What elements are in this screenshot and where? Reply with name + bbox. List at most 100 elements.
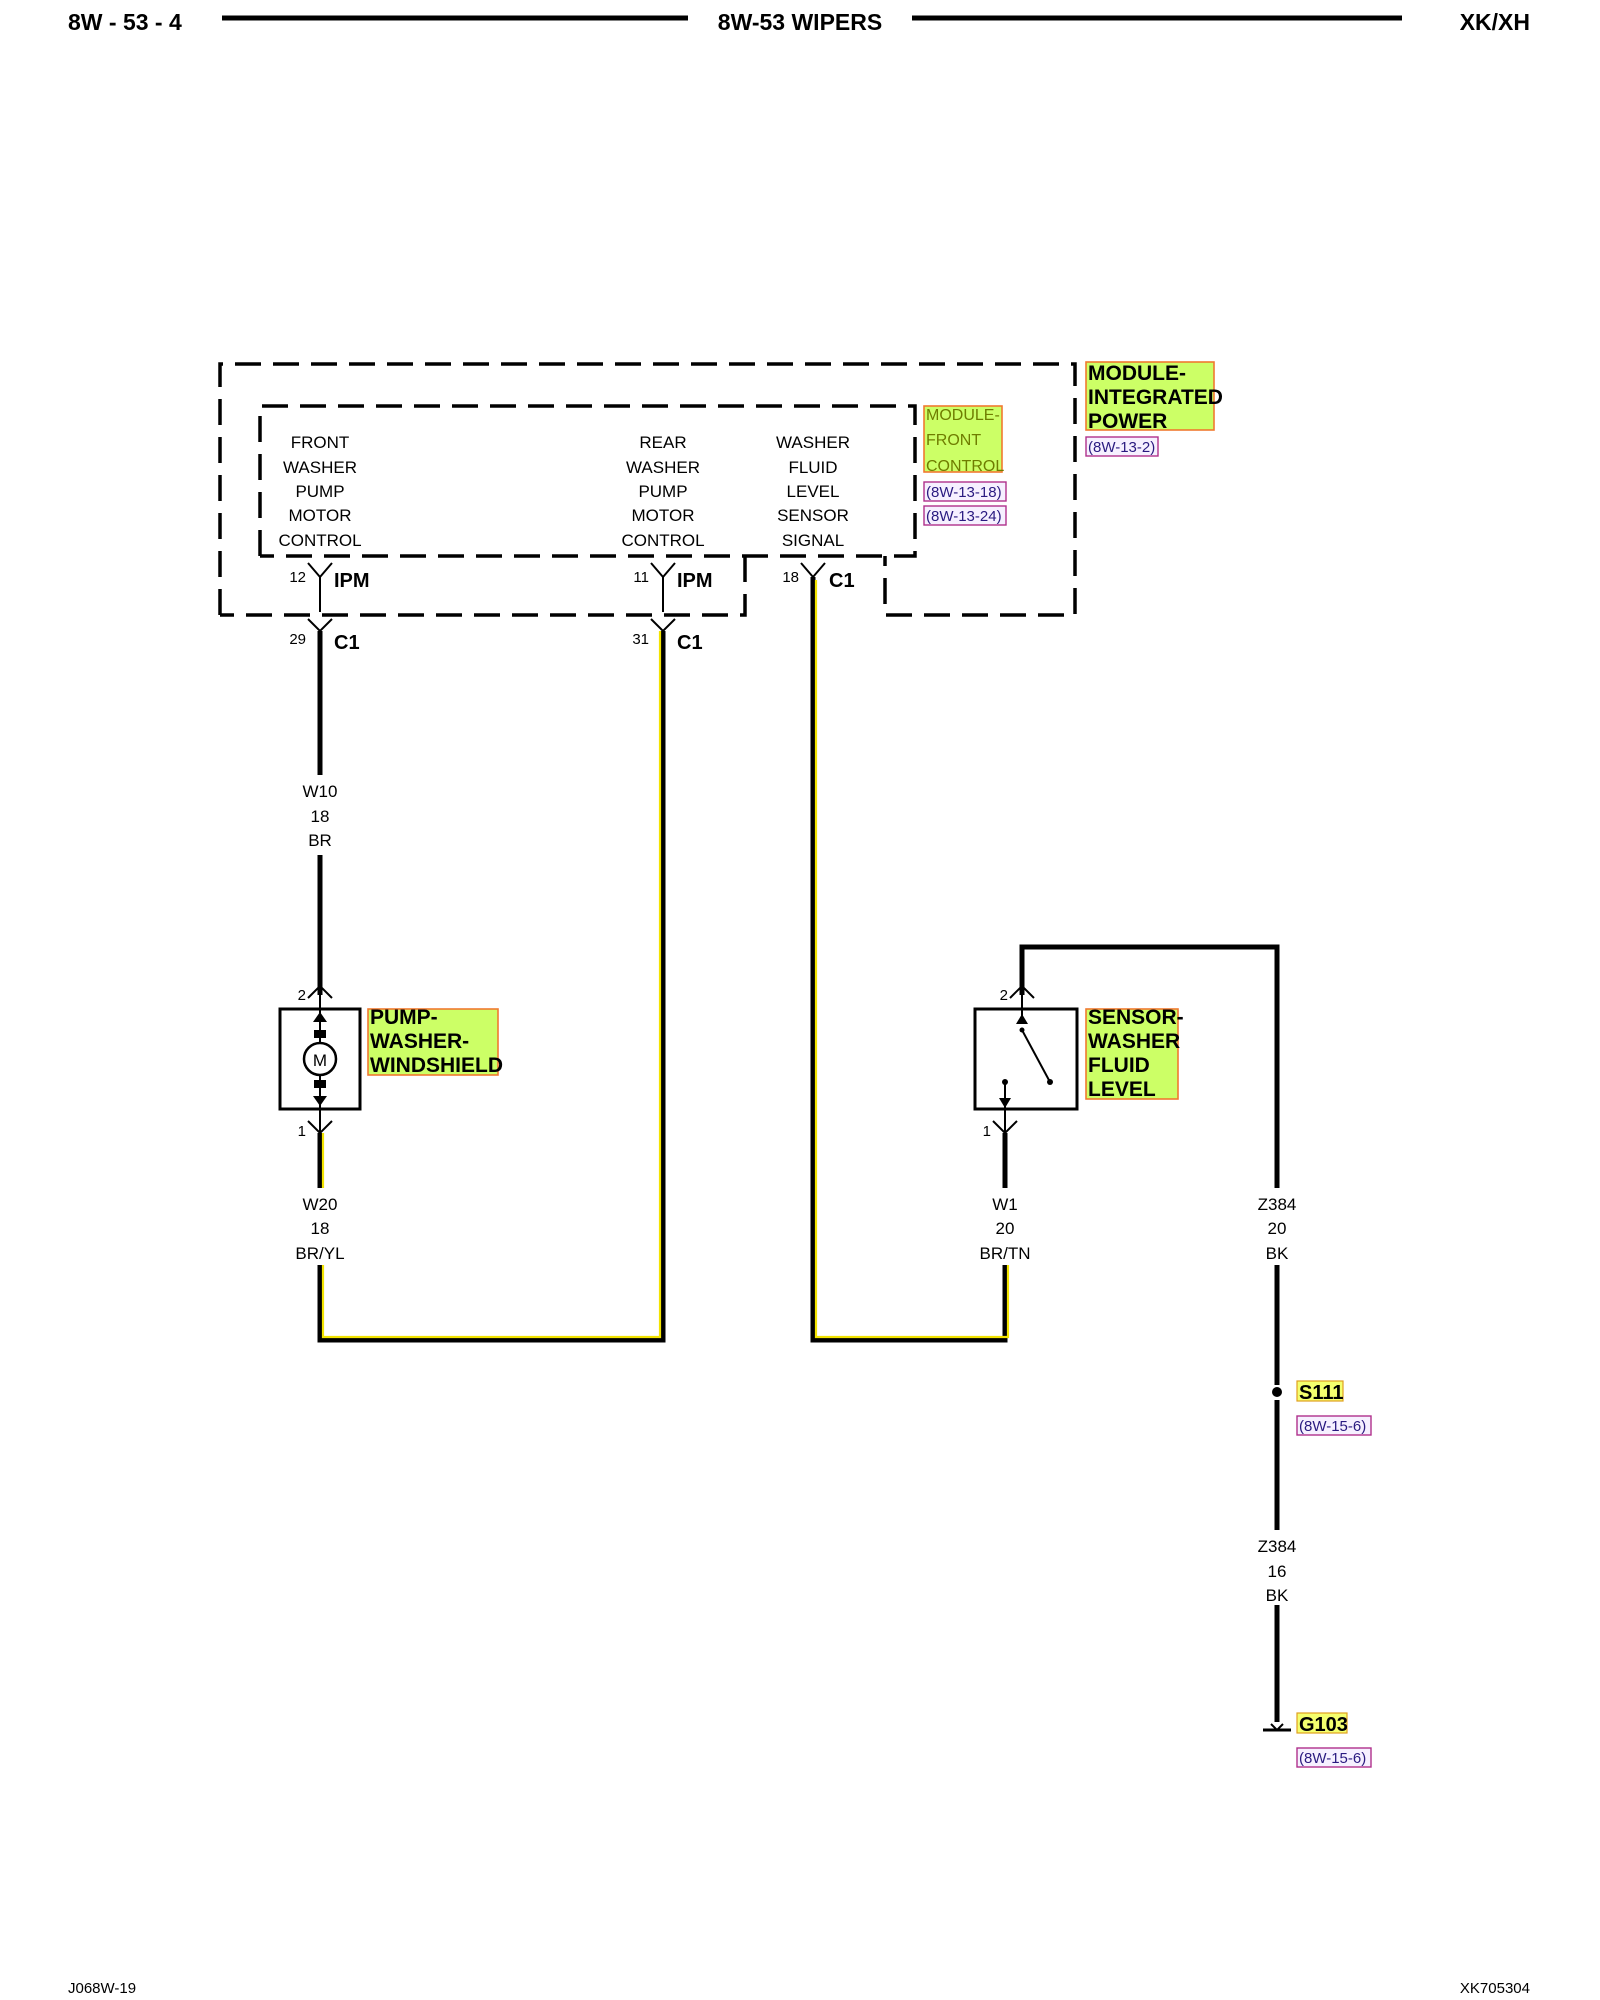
page-number: 8W - 53 - 4	[68, 9, 182, 35]
sensor-name-label: SENSOR- WASHER FLUID LEVEL	[1085, 1006, 1184, 1101]
sensor-connector-pin-1	[992, 1120, 1018, 1135]
module-fcm-ref-link-1[interactable]: (8W-13-18)	[926, 484, 1002, 501]
pump-motor-brush-bottom	[314, 1080, 326, 1088]
connector-ipm-front-pin: 12	[289, 569, 306, 586]
pump-name-line-1: PUMP-	[370, 1006, 438, 1029]
connector-ipm-rear-pin: 11	[633, 569, 649, 586]
module-fcm-ref-link-2[interactable]: (8W-13-24)	[926, 508, 1002, 525]
sensor-body	[973, 1007, 1079, 1111]
sensor-name-line-2: WASHER	[1088, 1030, 1180, 1053]
circuit-front-washer-label: FRONT WASHER PUMP MOTOR CONTROL	[278, 433, 361, 550]
circuit-fluid-line-2: FLUID	[788, 458, 837, 477]
ground-ref-link[interactable]: (8W-15-6)	[1299, 1750, 1366, 1767]
module-ipm-name-line-2: INTEGRATED	[1088, 386, 1223, 409]
circuit-front-line-2: WASHER	[283, 458, 357, 477]
pump-motor-brush-top	[314, 1030, 326, 1038]
pump-connector-pin-1	[307, 1120, 333, 1135]
ground-g103[interactable]: G103 (8W-15-6)	[1263, 1712, 1372, 1768]
module-front-control-outline	[258, 404, 917, 558]
connector-c1-pin-29[interactable]: 29 C1	[289, 618, 360, 654]
pump-name-highlight	[367, 1008, 499, 1076]
module-ipm-name-line-3: POWER	[1088, 410, 1167, 433]
wire-z384-b-circuit: Z384	[1258, 1537, 1297, 1556]
splice-ref-box[interactable]	[1296, 1415, 1372, 1436]
connector-ipm-pin-11[interactable]: 11 IPM	[633, 562, 713, 612]
wire-z384-b-color: BK	[1266, 1586, 1289, 1605]
ground-arrow	[1270, 1723, 1284, 1732]
module-fcm-ref-box-1[interactable]	[923, 481, 1007, 502]
circuit-rear-line-5: CONTROL	[621, 531, 704, 550]
circuit-front-line-1: FRONT	[291, 433, 350, 452]
splice-dot-icon	[1272, 1387, 1282, 1397]
connector-c1-pin-31[interactable]: 31 C1	[632, 618, 703, 654]
module-integrated-power-label: MODULE- INTEGRATED POWER (8W-13-2)	[1085, 361, 1223, 457]
page-header: 8W - 53 - 4 8W-53 WIPERS XK/XH	[68, 9, 1530, 35]
connector-c1-rear-symbol	[650, 618, 676, 633]
circuit-front-line-3: PUMP	[295, 482, 344, 501]
wire-w10-color: BR	[308, 831, 332, 850]
module-fcm-name-line-2: FRONT	[926, 432, 981, 449]
wire-w10-gauge: 18	[311, 807, 330, 826]
wire-w10-circuit: W10	[303, 782, 338, 801]
module-fcm-name-line-3: CONTROL	[926, 458, 1004, 475]
connector-fcm-signal-pin: 18	[782, 569, 799, 586]
sensor-name-line-1: SENSOR-	[1088, 1006, 1184, 1029]
wire-w10-label: W10 18 BR	[303, 782, 338, 850]
circuit-rear-line-2: WASHER	[626, 458, 700, 477]
wire-z384-16-label: Z384 16 BK	[1258, 1537, 1297, 1605]
module-fcm-name-line-1: MODULE-	[926, 407, 1000, 424]
wire-z384-a-gauge: 20	[1268, 1219, 1287, 1238]
module-ipm-ref-link[interactable]: (8W-13-2)	[1088, 439, 1155, 456]
pump-lead-arrow-bottom	[313, 1096, 327, 1106]
page-footer: J068W-19 XK705304	[68, 1980, 1530, 1997]
circuit-rear-washer-label: REAR WASHER PUMP MOTOR CONTROL	[621, 433, 704, 550]
wire-w1-gauge: 20	[996, 1219, 1015, 1238]
motor-symbol-label: M	[313, 1051, 327, 1070]
pump-pin-1-label: 1	[298, 1123, 306, 1140]
ground-ref-box[interactable]	[1296, 1747, 1372, 1768]
wire-w20-color: BR/YL	[295, 1244, 344, 1263]
wire-z384-sensor-feed[interactable]	[1019, 944, 1280, 1188]
page-title: 8W-53 WIPERS	[718, 9, 882, 35]
circuit-rear-line-1: REAR	[639, 433, 686, 452]
model-code: XK/XH	[1460, 9, 1530, 35]
module-ipm-name-line-1: MODULE-	[1088, 362, 1186, 385]
module-ipm-ref-box[interactable]	[1085, 436, 1159, 457]
splice-name-highlight	[1296, 1380, 1344, 1402]
sensor-output-arrow	[999, 1098, 1011, 1108]
connector-ipm-rear-symbol	[650, 562, 676, 612]
module-fcm-ref-box-2[interactable]	[923, 505, 1007, 526]
pump-name-line-3: WINDSHIELD	[370, 1054, 503, 1077]
switch-contact-icon	[1021, 1029, 1051, 1083]
wire-w20-gauge: 18	[311, 1219, 330, 1238]
figure-code: J068W-19	[68, 1980, 136, 1997]
pump-lead-arrow-top	[313, 1012, 327, 1022]
circuit-rear-line-3: PUMP	[638, 482, 687, 501]
pump-name-label: PUMP- WASHER- WINDSHIELD	[367, 1006, 503, 1077]
circuit-rear-line-4: MOTOR	[632, 506, 695, 525]
splice-name: S111	[1299, 1382, 1344, 1404]
connector-c1-front-symbol	[307, 618, 333, 633]
pump-washer-windshield[interactable]: 2 M 1	[278, 984, 362, 1140]
ground-name: G103	[1299, 1714, 1348, 1736]
connector-c1-front-pin: 29	[289, 631, 306, 648]
drawing-number: XK705304	[1460, 1980, 1530, 1997]
splice-s111[interactable]: S111 (8W-15-6)	[1272, 1380, 1372, 1436]
sensor-washer-fluid-level[interactable]: 2 1	[973, 984, 1079, 1140]
wire-z384-a-color: BK	[1266, 1244, 1289, 1263]
circuit-fluid-line-3: LEVEL	[787, 482, 840, 501]
wire-w1[interactable]	[810, 577, 1010, 1343]
wire-w20-lower	[317, 631, 666, 1343]
circuit-fluid-line-4: SENSOR	[777, 506, 849, 525]
connector-ipm-pin-12[interactable]: 12 IPM	[289, 562, 370, 612]
splice-ref-link[interactable]: (8W-15-6)	[1299, 1418, 1366, 1435]
circuit-front-line-4: MOTOR	[289, 506, 352, 525]
connector-c1-rear-name: C1	[677, 632, 703, 654]
wire-w20[interactable]	[317, 631, 666, 1343]
connector-ipm-front-name: IPM	[334, 570, 370, 592]
sensor-switch-contact	[1047, 1079, 1053, 1085]
connector-fcm-pin-18[interactable]: 18 C1	[782, 562, 855, 592]
wire-z384-20-label: Z384 20 BK	[1258, 1195, 1297, 1263]
wire-w20-circuit: W20	[303, 1195, 338, 1214]
